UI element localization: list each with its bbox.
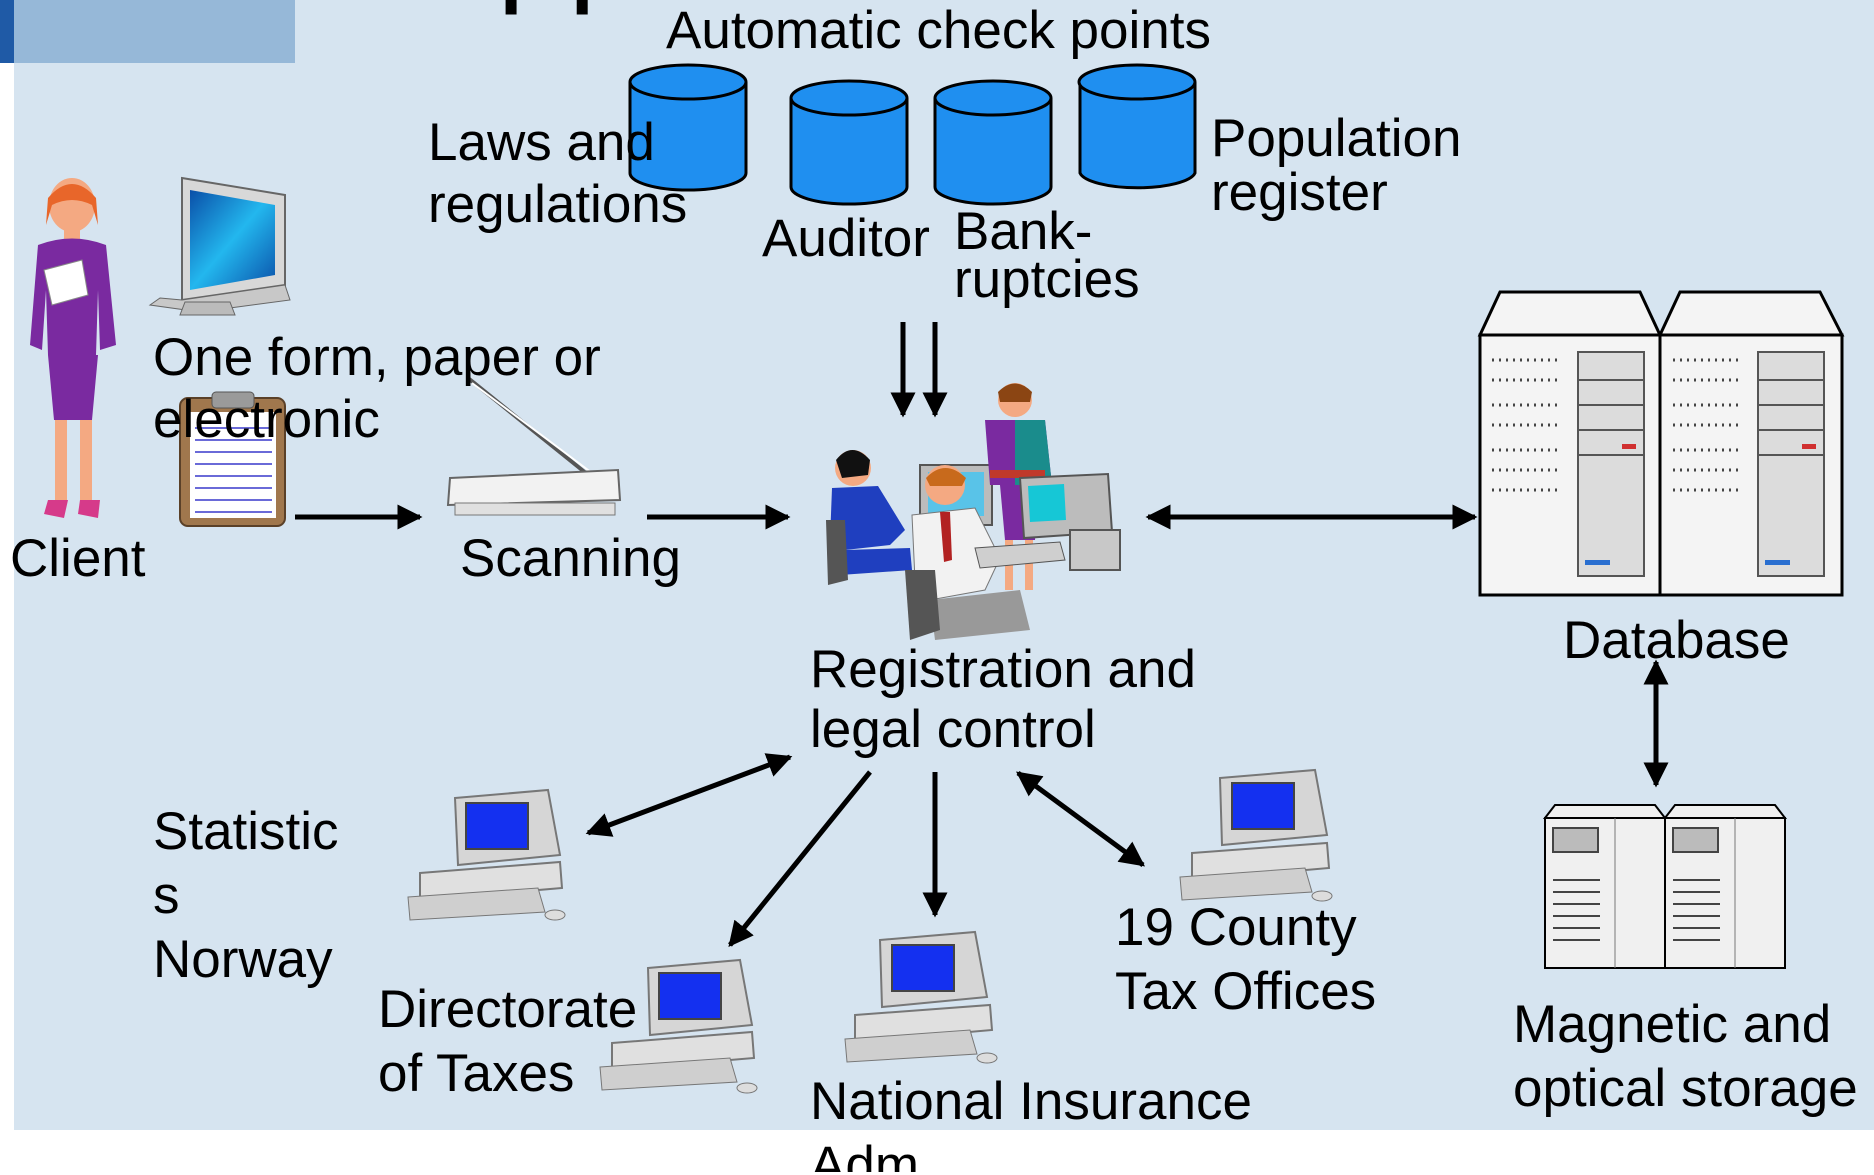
clipboard-form-icon [179,391,286,527]
insurance-label: National Insurance Adm [810,1072,1252,1172]
county-computer-icon [1179,768,1333,902]
slide-title-fragment: p p [500,0,620,11]
client-monitor-icon [148,176,291,316]
client-person-icon [30,178,116,518]
scanning-label: Scanning [460,529,682,588]
storage-label: Magnetic and optical storage [1513,995,1858,1118]
arrow-registration-directorate [728,770,872,947]
directorate-computer-icon [599,958,758,1094]
laws-label: Laws and regulations [428,113,688,234]
population-label: Population register [1211,109,1462,222]
insurance-computer-icon [844,930,998,1064]
population-database-icon [1077,63,1197,190]
checkpoints-label: Automatic check points [666,1,1211,60]
auditor-database-icon [789,79,909,206]
database-server-icon [1477,290,1845,597]
title-bar [0,0,295,63]
laws-database-icon [628,63,748,192]
database-label: Database [1563,611,1790,670]
bankruptcies-database-icon [933,79,1053,206]
form-label: One form, paper or electronic [153,328,601,449]
statistics-label: Statistic s Norway [153,802,339,989]
county-label: 19 County Tax Offices [1115,898,1377,1021]
auditor-label: Auditor [762,209,930,268]
bankruptcies-label: Bank- ruptcies [954,202,1140,309]
client-label: Client [10,529,146,588]
registration-label: Registration and legal control [810,640,1196,759]
title-bar-edge [0,0,14,63]
statistics-computer-icon [407,788,566,921]
directorate-label: Directorate of Taxes [378,980,638,1103]
storage-unit-icon [1542,804,1788,969]
arrow-registration-county [1015,770,1146,868]
office-workers-icon [826,383,1121,640]
arrow-registration-statistics [585,753,793,837]
scanner-icon [446,376,622,516]
